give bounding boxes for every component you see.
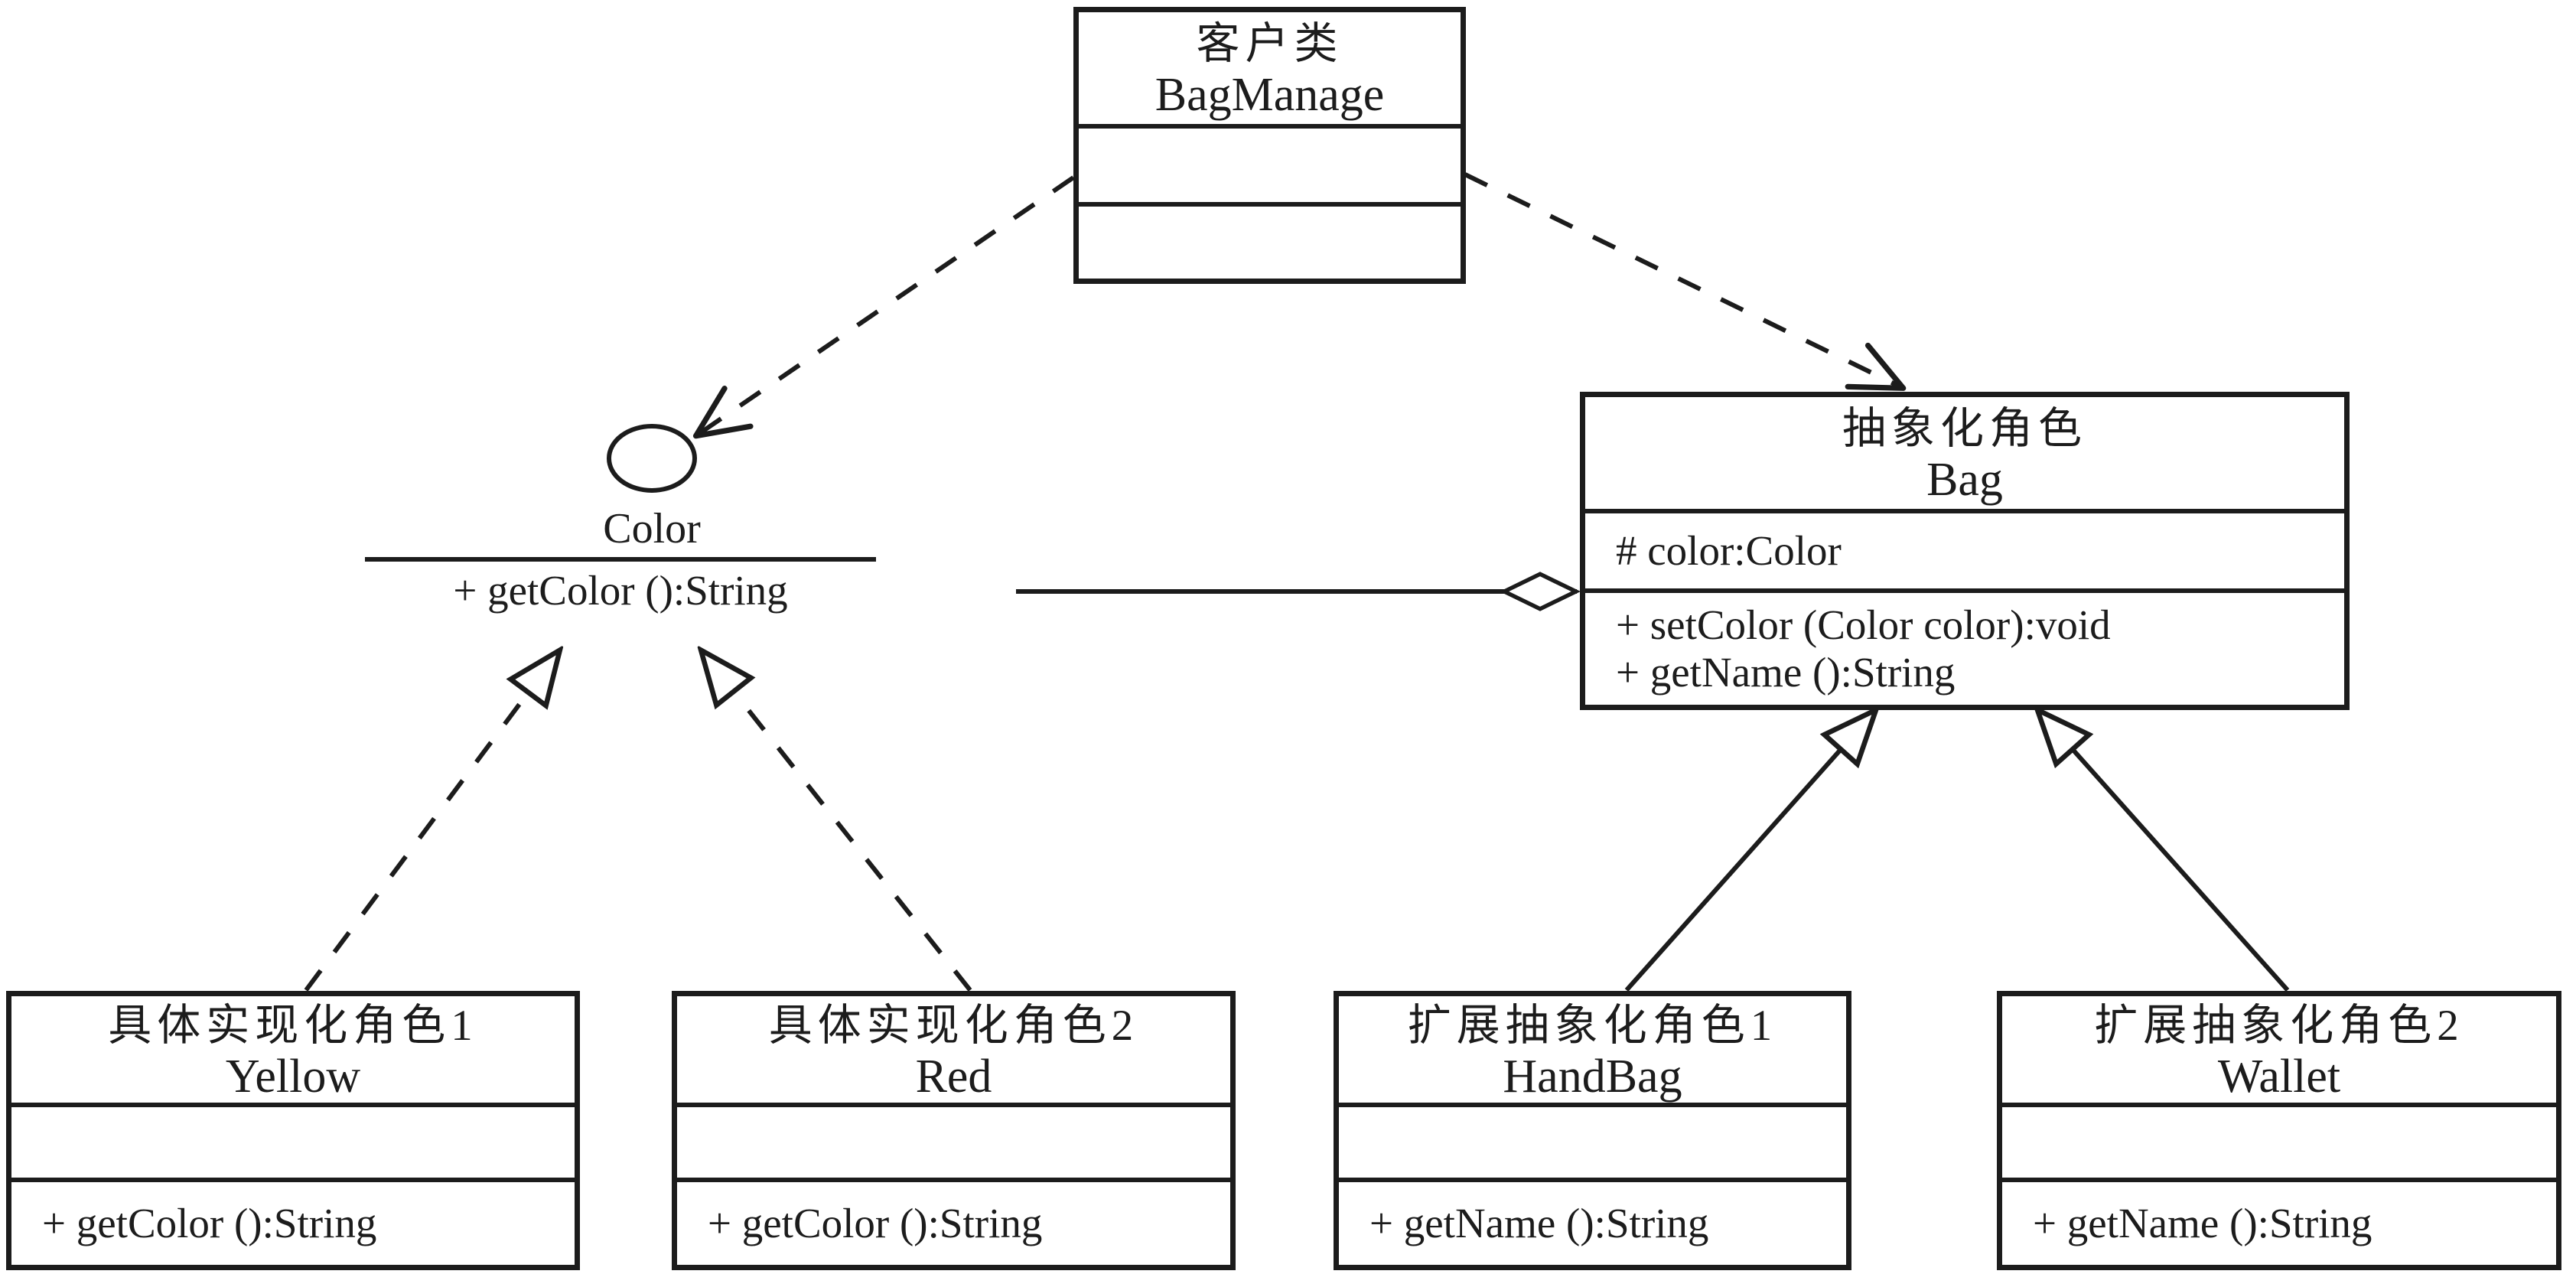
handbag-method: + getName ():String	[1369, 1200, 1709, 1246]
wallet-attributes-compartment	[2002, 1107, 2556, 1182]
interface-name-label: Color	[603, 505, 701, 552]
bagmanage-methods-compartment	[1079, 207, 1461, 279]
class-box-handbag: 扩展抽象化角色1 HandBag + getName ():String	[1334, 991, 1851, 1270]
handbag-title-compartment: 扩展抽象化角色1 HandBag	[1339, 996, 1846, 1107]
bag-title-zh: 抽象化角色	[1842, 405, 2087, 453]
realization-red-to-color-arrow	[702, 652, 972, 992]
red-methods-compartment: + getColor ():String	[677, 1182, 1230, 1265]
yellow-title-compartment: 具体实现化角色1 Yellow	[11, 996, 575, 1107]
bagmanage-title-en: BagManage	[1154, 69, 1385, 121]
wallet-title-compartment: 扩展抽象化角色2 Wallet	[2002, 996, 2556, 1107]
interface-lollipop-circle	[607, 424, 697, 493]
bag-method: + setColor (Color color):void	[1616, 601, 2111, 648]
interface-method-label: + getColor ():String	[453, 567, 788, 614]
wallet-method: + getName ():String	[2033, 1200, 2372, 1246]
red-title-compartment: 具体实现化角色2 Red	[677, 996, 1230, 1107]
bag-attribute: # color:Color	[1616, 527, 1842, 574]
yellow-title-zh: 具体实现化角色1	[108, 1001, 478, 1050]
bag-title-compartment: 抽象化角色 Bag	[1585, 397, 2344, 513]
realization-yellow-to-color-arrow	[304, 652, 559, 992]
bag-attributes-compartment: # color:Color	[1585, 513, 2344, 593]
red-attributes-compartment	[677, 1107, 1230, 1182]
yellow-attributes-compartment	[11, 1107, 575, 1182]
red-title-zh: 具体实现化角色2	[768, 1001, 1139, 1050]
red-method: + getColor ():String	[708, 1200, 1043, 1246]
generalization-wallet-to-bag-arrow	[2039, 712, 2290, 992]
dependency-client-to-color-arrow	[692, 175, 1075, 439]
red-title-en: Red	[915, 1050, 992, 1103]
wallet-title-en: Wallet	[2217, 1050, 2341, 1103]
class-box-bag: 抽象化角色 Bag # color:Color + setColor (Colo…	[1580, 392, 2350, 710]
class-box-wallet: 扩展抽象化角色2 Wallet + getName ():String	[1997, 991, 2561, 1270]
bag-title-en: Bag	[1926, 454, 2003, 506]
bagmanage-attributes-compartment	[1079, 129, 1461, 207]
wallet-title-zh: 扩展抽象化角色2	[2094, 1001, 2464, 1050]
yellow-title-en: Yellow	[225, 1050, 361, 1103]
handbag-title-en: HandBag	[1503, 1050, 1682, 1103]
handbag-attributes-compartment	[1339, 1107, 1846, 1182]
yellow-methods-compartment: + getColor ():String	[11, 1182, 575, 1265]
dependency-client-to-bag-arrow	[1464, 172, 1907, 391]
class-box-bagmanage: 客户类 BagManage	[1073, 7, 1466, 284]
yellow-method: + getColor ():String	[42, 1200, 377, 1246]
bagmanage-title-compartment: 客户类 BagManage	[1079, 12, 1461, 129]
handbag-methods-compartment: + getName ():String	[1339, 1182, 1846, 1265]
bag-methods-compartment: + setColor (Color color):void + getName …	[1585, 593, 2344, 705]
class-box-red: 具体实现化角色2 Red + getColor ():String	[672, 991, 1236, 1270]
wallet-methods-compartment: + getName ():String	[2002, 1182, 2556, 1265]
handbag-title-zh: 扩展抽象化角色1	[1407, 1001, 1778, 1050]
class-box-yellow: 具体实现化角色1 Yellow + getColor ():String	[6, 991, 580, 1270]
bagmanage-title-zh: 客户类	[1196, 20, 1343, 68]
bag-method: + getName ():String	[1616, 649, 1956, 696]
generalization-handbag-to-bag-arrow	[1624, 712, 1874, 992]
